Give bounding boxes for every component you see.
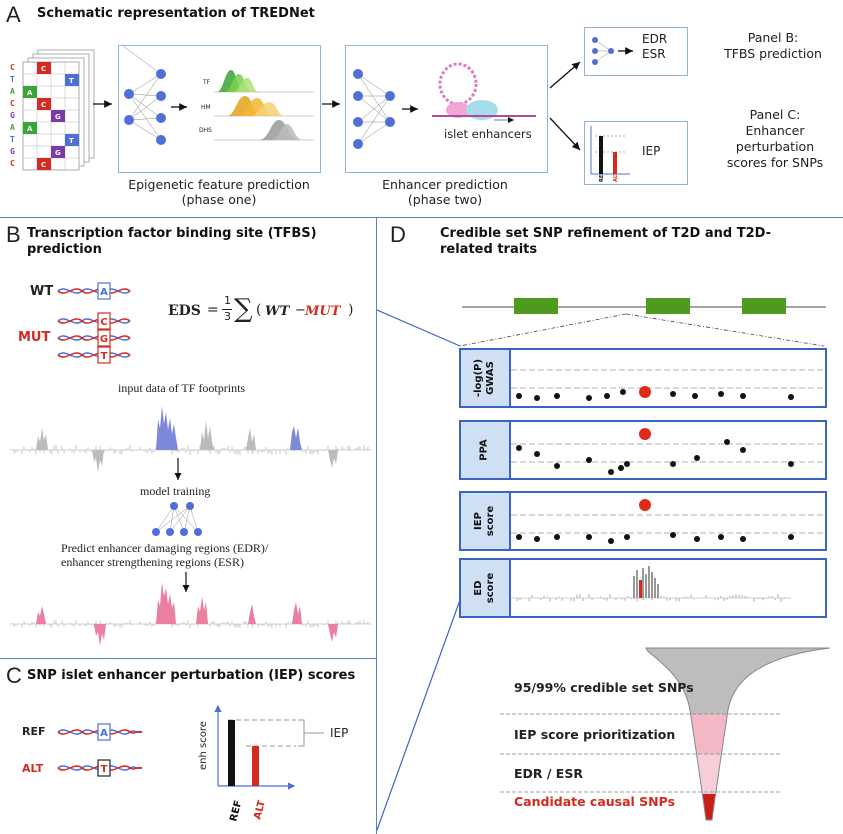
svg-text:T: T xyxy=(101,351,108,362)
svg-text:T: T xyxy=(69,137,74,145)
funnel-graphic xyxy=(500,647,831,821)
svg-text:A: A xyxy=(27,125,33,133)
tf-footprint-track xyxy=(10,406,372,472)
edr-label: EDR xyxy=(642,32,668,46)
phase-two-caption: Enhancer prediction (phase two) xyxy=(382,177,508,207)
funnel-label-iep: IEP score prioritization xyxy=(514,727,676,742)
down-arrow-2 xyxy=(182,572,190,592)
panel-d-title: Credible set SNP refinement of T2D and T… xyxy=(440,226,772,257)
divider-c xyxy=(0,658,376,659)
svg-text:ALT: ALT xyxy=(613,172,619,182)
iep-bar-plot: enh score REF ALT IEP xyxy=(198,704,348,823)
svg-text:C: C xyxy=(41,101,46,109)
svg-text:T: T xyxy=(69,77,74,85)
ppa-track: PPA xyxy=(459,420,827,480)
svg-text:G: G xyxy=(55,149,61,157)
predict-caption: Predict enhancer damaging regions (EDR)/… xyxy=(61,541,269,569)
panel-c-reference: Panel C: Enhancer perturbation scores fo… xyxy=(726,107,824,170)
dna-loop-icon xyxy=(432,62,536,123)
dna-strands: A C G T xyxy=(57,282,131,364)
wt-label: WT xyxy=(30,284,54,299)
phase-two-box: islet enhancers xyxy=(345,45,548,173)
esr-label: ESR xyxy=(642,47,666,61)
dhs-peaks xyxy=(259,120,303,140)
training-caption: model training xyxy=(140,484,211,498)
panel-c-letter: C xyxy=(6,663,22,688)
svg-text:A: A xyxy=(100,728,108,739)
hm-peaks xyxy=(227,96,285,116)
divider-a xyxy=(0,217,843,218)
predicted-edr-esr-track xyxy=(10,582,372,646)
svg-text:C: C xyxy=(41,65,46,73)
iep-mini-label: IEP xyxy=(642,144,661,158)
svg-text:REF: REF xyxy=(599,171,605,182)
track-label-hm: HM xyxy=(201,104,211,111)
tf-peaks xyxy=(217,70,259,92)
svg-text:A: A xyxy=(100,287,108,298)
panel-b-title: Transcription factor binding site (TFBS)… xyxy=(27,226,317,257)
track-label-tf: TF xyxy=(202,79,211,86)
enh-score-axis-label: enh score xyxy=(198,721,209,770)
mut-label: MUT xyxy=(18,330,51,345)
footprint-caption: input data of TF footprints xyxy=(118,381,246,395)
gene-model-and-zoom-lines xyxy=(376,298,826,831)
svg-text:C: C xyxy=(41,161,46,169)
svg-text:G: G xyxy=(100,334,108,345)
ref-label: REF xyxy=(22,725,46,738)
panel-a-arrows xyxy=(93,61,581,151)
panel-c-title: SNP islet enhancer perturbation (IEP) sc… xyxy=(27,668,356,683)
funnel-label-candidate: Candidate causal SNPs xyxy=(514,794,676,809)
panel-a-title: Schematic representation of TREDNet xyxy=(37,6,315,21)
training-network-icon xyxy=(152,502,202,536)
svg-text:G: G xyxy=(55,113,61,121)
phase-one-box: TF HM DHS xyxy=(118,45,321,173)
svg-text:REF: REF xyxy=(228,799,244,822)
divider-vertical xyxy=(376,217,377,834)
funnel-label-edr-esr: EDR / ESR xyxy=(514,766,583,781)
iep-mini-box: REF ALT IEP xyxy=(584,121,688,185)
panel-b-letter: B xyxy=(6,222,21,247)
gwas-track: -log(P)GWAS xyxy=(459,348,827,408)
edr-esr-box: EDR ESR xyxy=(584,27,688,76)
islet-enhancers-label: islet enhancers xyxy=(444,127,532,141)
funnel-label-credible-set: 95/99% credible set SNPs xyxy=(514,680,694,695)
svg-text:A: A xyxy=(27,89,33,97)
panel-b-reference: Panel B: TFBS prediction xyxy=(724,30,822,61)
iep-label: IEP xyxy=(330,726,348,740)
track-label-dhs: DHS xyxy=(199,127,212,134)
alt-label: ALT xyxy=(22,762,44,775)
panel-d-letter: D xyxy=(390,222,406,247)
svg-text:T: T xyxy=(101,764,108,775)
ref-alt-strands: A T xyxy=(57,723,143,777)
svg-text:ALT: ALT xyxy=(252,799,268,821)
grid-letters-column: C T A C G A T G C xyxy=(10,63,15,168)
svg-text:C: C xyxy=(100,317,107,328)
phase-one-caption: Epigenetic feature prediction (phase one… xyxy=(128,177,310,207)
panel-a-letter: A xyxy=(6,2,21,27)
down-arrow-1 xyxy=(174,458,182,480)
